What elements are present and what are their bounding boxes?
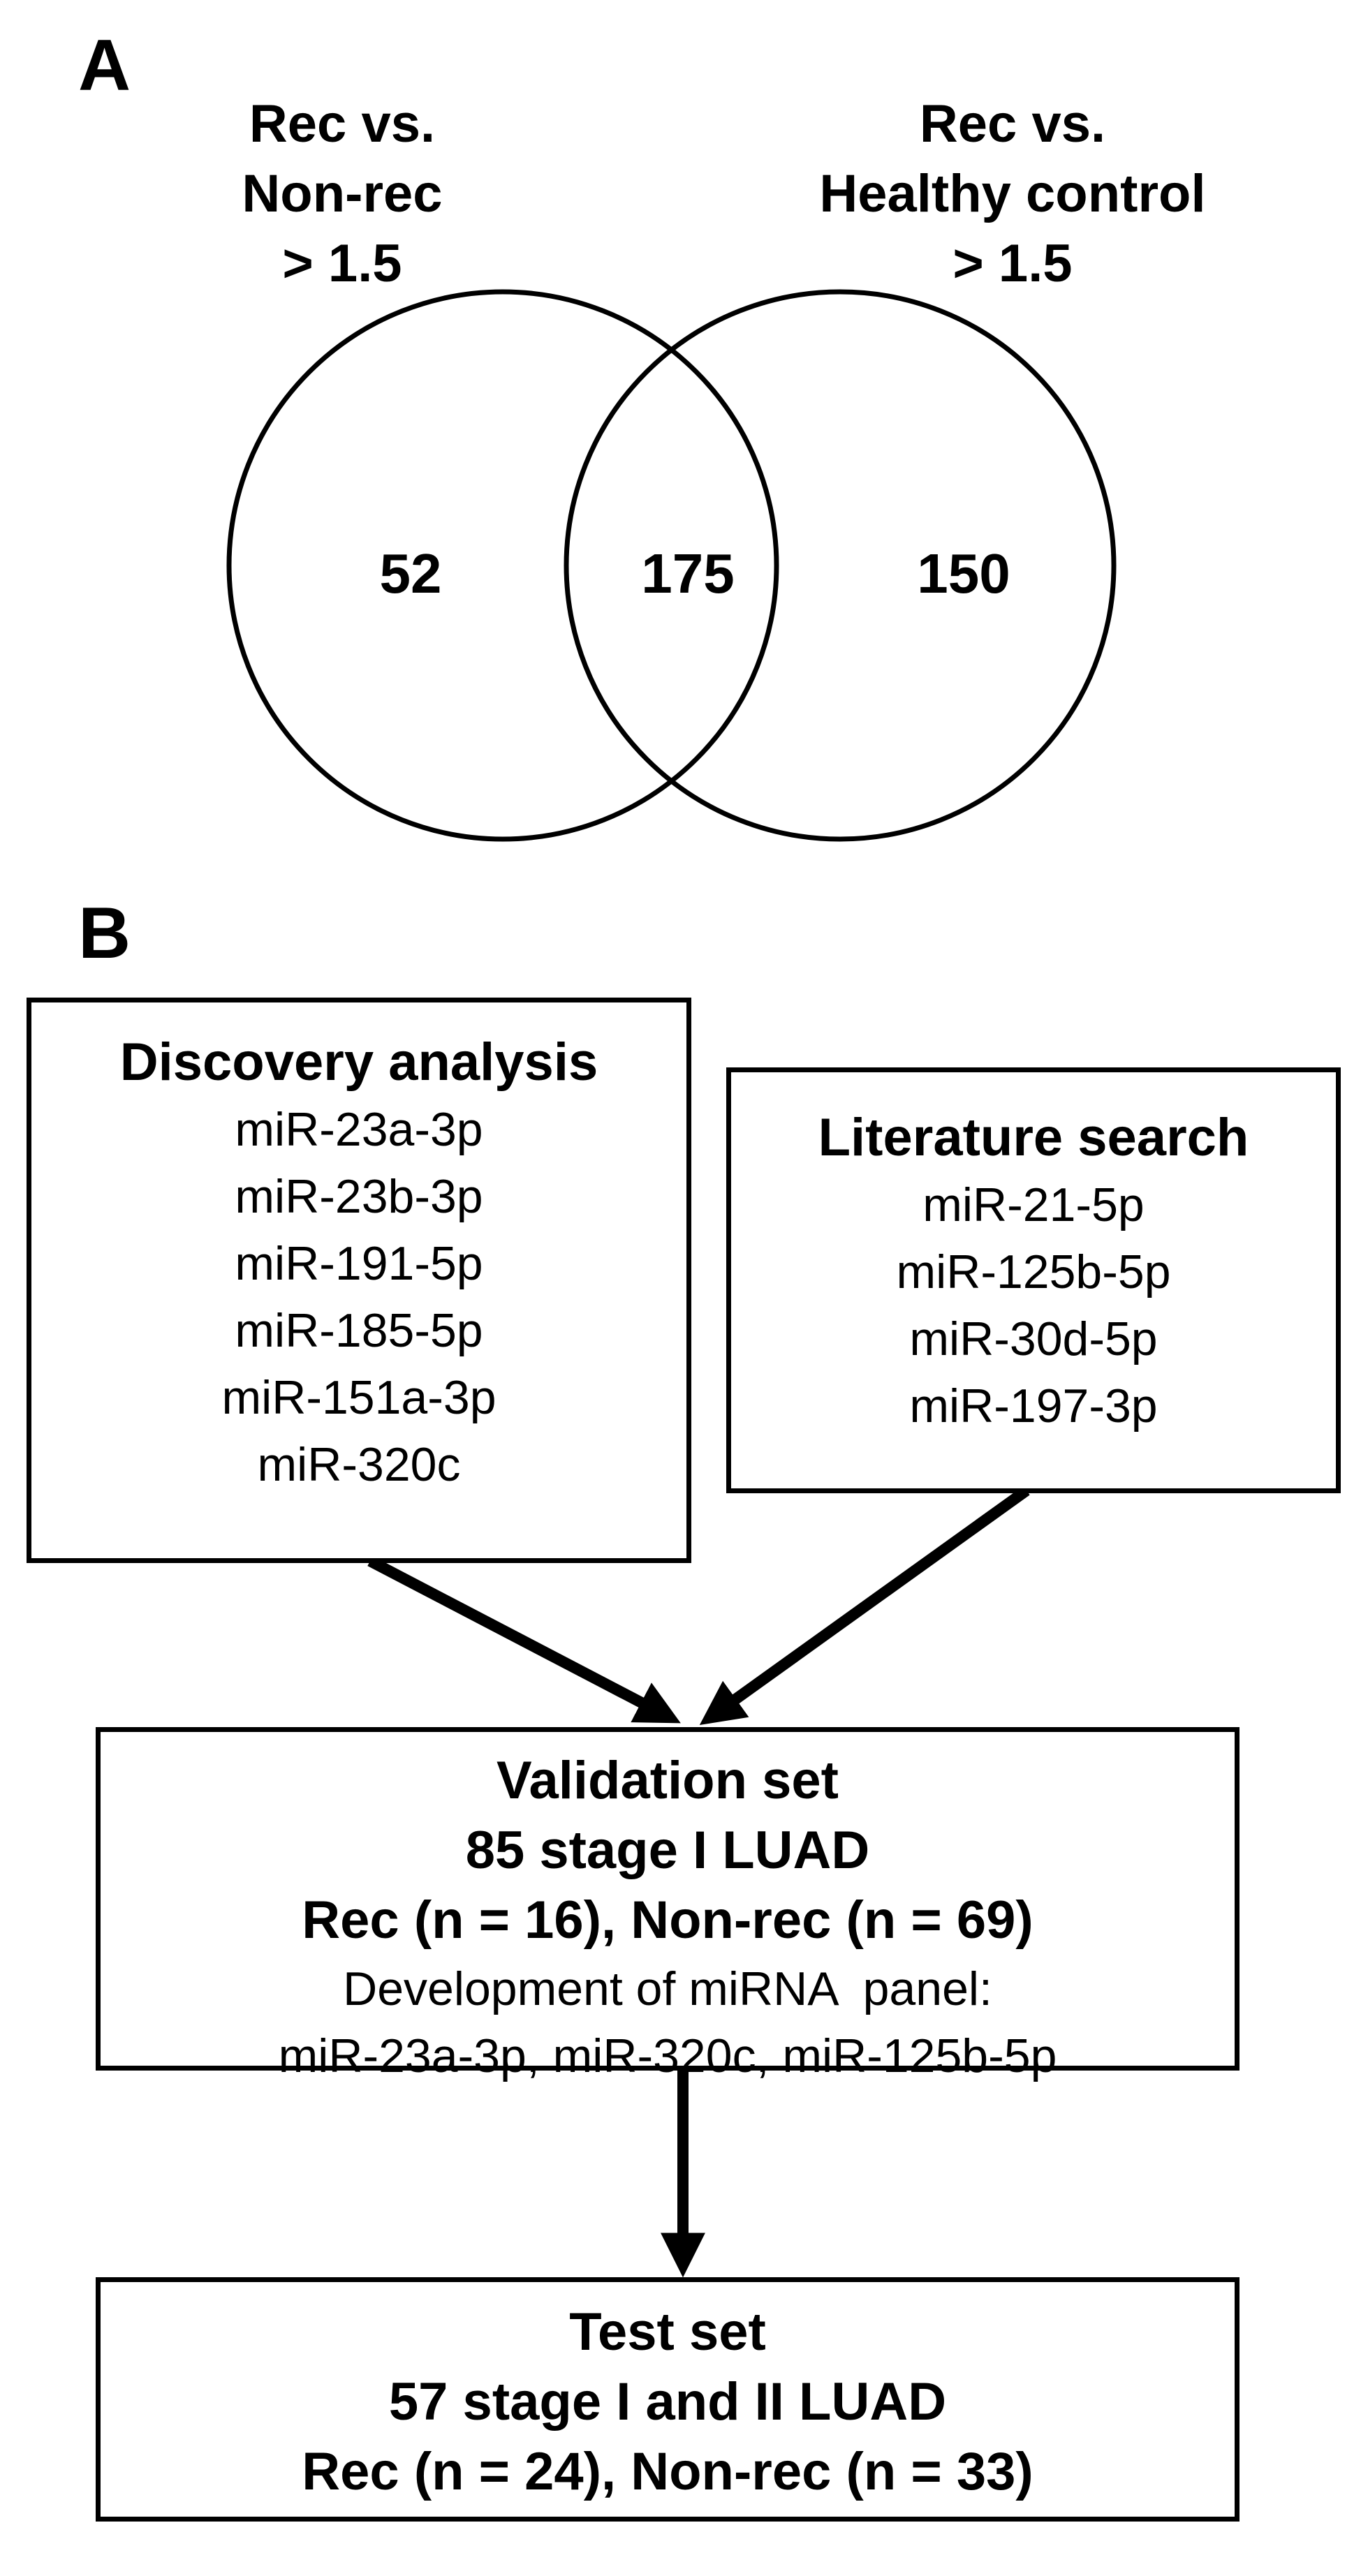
discovery-mirna-item: miR-191-5p — [235, 1237, 483, 1290]
discovery-mirna-item: miR-23b-3p — [235, 1170, 483, 1223]
validation-panel-mirnas: miR-23a-3p, miR-320c, miR-125b-5p — [278, 2029, 1057, 2082]
venn-left-title: Rec vs. Non-rec > 1.5 — [196, 89, 489, 299]
discovery-mirna-item: miR-151a-3p — [221, 1371, 496, 1424]
venn-right-title-line: > 1.5 — [952, 234, 1073, 293]
validation-cohort: 85 stage I LUAD — [465, 1821, 870, 1880]
discovery-mirna-item: miR-320c — [257, 1438, 461, 1491]
validation-set-box: Validation set 85 stage I LUAD Rec (n = … — [96, 1727, 1239, 2082]
validation-groups: Rec (n = 16), Non-rec (n = 69) — [302, 1890, 1033, 1950]
arrow-literature-to-validation — [699, 1486, 1030, 1726]
test-set-box: Test set 57 stage I and II LUAD Rec (n =… — [96, 2277, 1239, 2522]
validation-title: Validation set — [496, 1751, 839, 1810]
test-groups: Rec (n = 24), Non-rec (n = 33) — [302, 2442, 1033, 2501]
venn-overlap-count: 175 — [641, 542, 735, 605]
test-title: Test set — [569, 2302, 766, 2362]
venn-right-title: Rec vs. Healthy control > 1.5 — [768, 89, 1257, 299]
venn-right-title-line: Rec vs. — [919, 94, 1106, 154]
test-cohort: 57 stage I and II LUAD — [388, 2372, 947, 2431]
literature-mirna-item: miR-30d-5p — [909, 1312, 1158, 1365]
panel-a-label: A — [78, 25, 131, 106]
discovery-mirna-item: miR-185-5p — [235, 1304, 483, 1357]
venn-right-only-count: 150 — [917, 542, 1010, 605]
literature-mirna-item: miR-125b-5p — [896, 1245, 1171, 1298]
venn-left-title-line: > 1.5 — [282, 234, 402, 293]
literature-heading: Literature search — [818, 1108, 1249, 1167]
discovery-analysis-box: Discovery analysis miR-23a-3p miR-23b-3p… — [27, 998, 691, 1563]
discovery-mirna-item: miR-23a-3p — [235, 1103, 483, 1156]
validation-panel-heading: Development of miRNA panel: — [343, 1962, 992, 2015]
arrow-discovery-to-validation — [367, 1555, 681, 1724]
venn-left-circle — [226, 289, 779, 842]
venn-left-only-count: 52 — [379, 542, 442, 605]
venn-right-title-line: Healthy control — [819, 164, 1206, 223]
literature-mirna-item: miR-21-5p — [922, 1178, 1145, 1231]
literature-mirna-item: miR-197-3p — [909, 1379, 1158, 1433]
discovery-heading: Discovery analysis — [119, 1032, 598, 1092]
venn-left-title-line: Non-rec — [242, 164, 443, 223]
venn-left-title-line: Rec vs. — [249, 94, 436, 154]
panel-b-label: B — [78, 893, 131, 974]
venn-right-circle — [564, 289, 1117, 842]
literature-search-box: Literature search miR-21-5p miR-125b-5p … — [726, 1067, 1341, 1493]
